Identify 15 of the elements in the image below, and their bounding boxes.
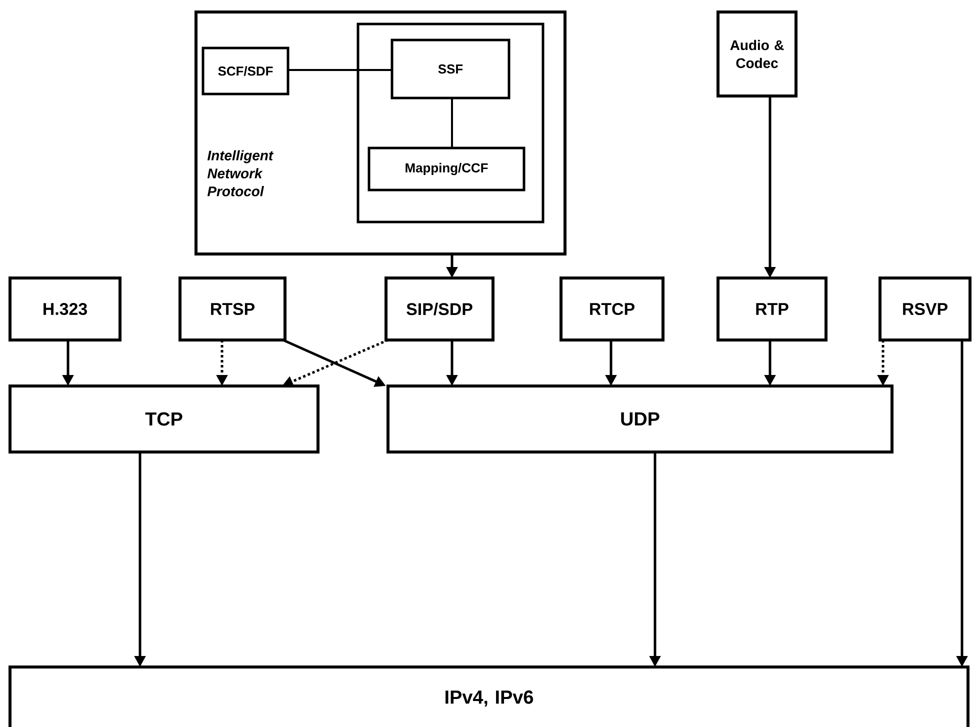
protocol-box: RSVP bbox=[878, 276, 972, 342]
transport-box: TCP bbox=[8, 384, 320, 454]
protocol-box: RTCP bbox=[560, 276, 664, 342]
function-box: SCF/SDF bbox=[202, 46, 290, 96]
transport-box: UDP bbox=[386, 384, 894, 454]
function-box: SSF bbox=[390, 38, 510, 100]
protocol-box: RTSP bbox=[178, 276, 286, 342]
protocol-box: H.323 bbox=[8, 276, 122, 342]
protocol-box: RTP bbox=[716, 276, 828, 342]
function-box: Mapping/CCF bbox=[368, 146, 526, 192]
line bbox=[451, 98, 453, 148]
protocol-box: Audio & Codec bbox=[716, 10, 798, 98]
line bbox=[288, 69, 392, 71]
protocol-box: SIP/SDP bbox=[384, 276, 494, 342]
network-layer-box: IPv4, IPv6 bbox=[8, 666, 970, 727]
